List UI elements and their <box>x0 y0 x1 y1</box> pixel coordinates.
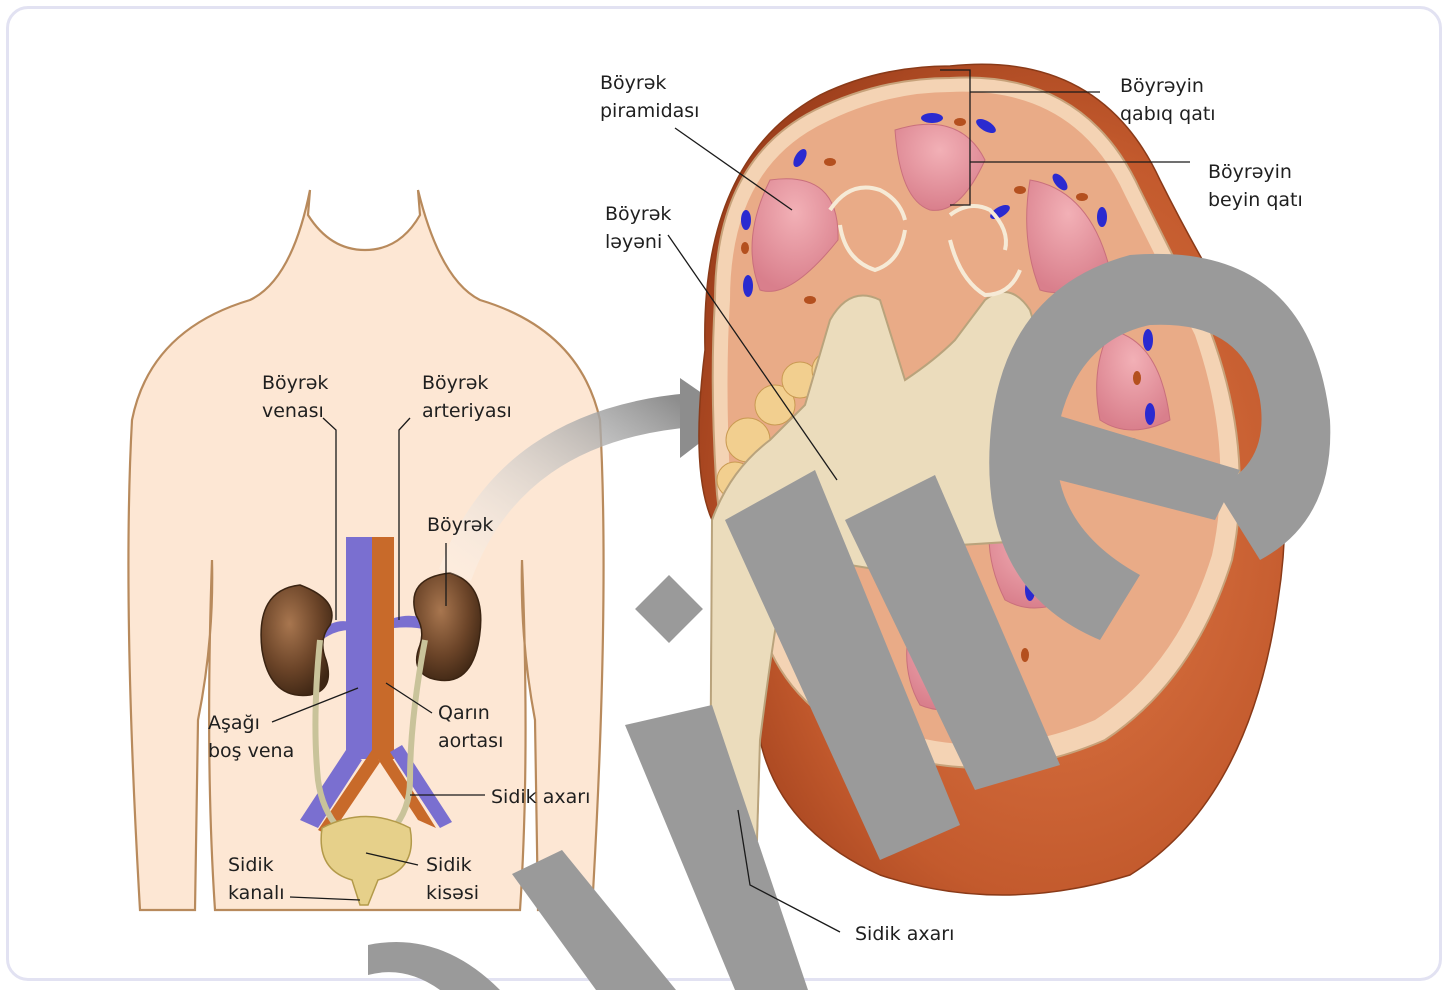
label-renal-cortex: Böyrəyin qabıq qatı <box>1120 75 1216 125</box>
label-ureter-left: Sidik axarı <box>491 786 590 808</box>
kidney-right <box>414 573 481 681</box>
label-renal-pelvis: Böyrək ləyəni <box>605 203 677 253</box>
label-renal-medulla: Böyrəyin beyin qatı <box>1208 161 1303 211</box>
label-ureter-right: Sidik axarı <box>855 923 954 945</box>
label-renal-pyramid: Böyrək piramidası <box>600 72 699 122</box>
label-kidney: Böyrək <box>427 514 493 536</box>
